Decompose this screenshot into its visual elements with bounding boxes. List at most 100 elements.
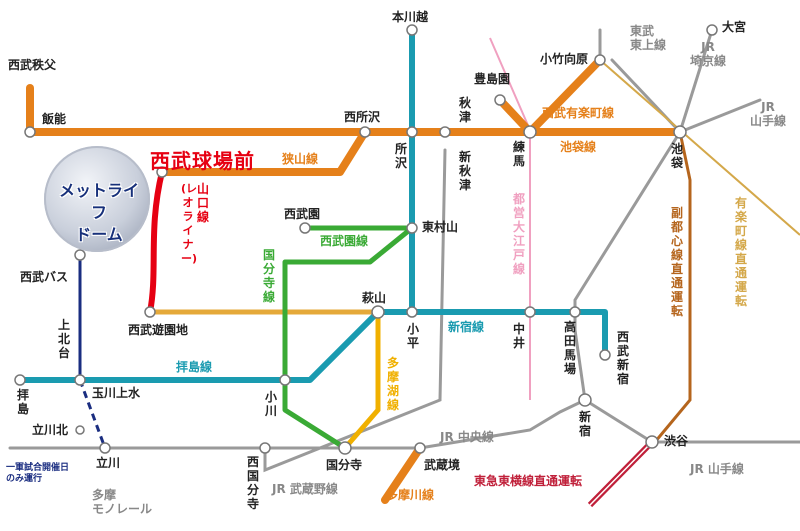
seibuen-line-path bbox=[282, 225, 415, 380]
kokubunji-line-path bbox=[282, 380, 347, 451]
station-shinjuku bbox=[578, 393, 592, 407]
line-label-jrchuo: JR 中央線 bbox=[440, 430, 494, 444]
line-label-shinjuku: 新宿線 bbox=[448, 320, 485, 334]
station-seibuyuenchi bbox=[144, 306, 156, 318]
tamako-line-path bbox=[343, 312, 381, 450]
line-label-jrmusashino: JR 武蔵野線 bbox=[272, 482, 338, 496]
station-kamikitadai bbox=[74, 249, 86, 261]
station-label-takadanobaba: 高田馬場 bbox=[563, 320, 576, 376]
line-label-toyoko: 東急東横線直通運転 bbox=[474, 474, 583, 488]
station-hanno bbox=[24, 126, 36, 138]
station-label-shinjuku: 新宿 bbox=[578, 410, 591, 438]
yurakucho-direct-path bbox=[599, 59, 800, 236]
line-label-yamaguchi-sub: (レオライナー) bbox=[181, 182, 198, 265]
station-label-tamagawajosui: 玉川上水 bbox=[92, 386, 141, 400]
station-label-nerima: 練馬 bbox=[512, 140, 525, 168]
station-label-omiya: 大宮 bbox=[722, 20, 747, 34]
station-label-nishikokubunji: 西国分寺 bbox=[246, 455, 259, 511]
station-label-nakai: 中井 bbox=[512, 322, 525, 350]
monorail-dashed-path bbox=[78, 379, 107, 449]
station-tamagawajosui bbox=[74, 374, 86, 386]
line-label-yurakucho: 西武有楽町線 bbox=[542, 106, 615, 120]
line-label-jrsaikyo: JR 埼京線 bbox=[690, 40, 727, 68]
station-ogawa bbox=[279, 374, 291, 386]
station-shibuya bbox=[645, 435, 659, 449]
station-seibukyujomae bbox=[156, 166, 168, 178]
station-kotakemukaihara bbox=[594, 54, 606, 66]
yamaguchi-line-path bbox=[147, 171, 165, 313]
dome-graphic bbox=[44, 146, 150, 252]
station-label-seibuyuenchi: 西武遊園地 bbox=[128, 323, 189, 337]
station-label-toshimaen: 豊島園 bbox=[474, 72, 511, 86]
tamagawa-line-path bbox=[381, 444, 424, 504]
station-tokorozawa bbox=[406, 126, 418, 138]
station-kokubunji bbox=[338, 441, 352, 455]
line-label-jryamanote-north: JR 山手線 bbox=[750, 100, 787, 128]
line-label-fukutoshin: 副都心線直通運転 bbox=[670, 206, 683, 318]
station-nerima bbox=[523, 125, 537, 139]
line-label-kokubunji: 国分寺線 bbox=[262, 248, 275, 304]
station-takadanobaba bbox=[569, 306, 581, 318]
station-seibushinjuku bbox=[599, 349, 611, 361]
station-haijima bbox=[14, 374, 26, 386]
station-ikebukuro bbox=[673, 125, 687, 139]
station-label-honkawagoe: 本川越 bbox=[392, 10, 429, 24]
station-label-tachikawa: 立川 bbox=[96, 456, 121, 470]
station-label-ogawa: 小川 bbox=[264, 390, 277, 418]
yurakucho-line-path bbox=[526, 56, 604, 136]
station-label-nishitokorozawa: 西所沢 bbox=[344, 110, 381, 124]
jr-yamanote-east-path bbox=[573, 130, 800, 444]
station-omiya bbox=[706, 24, 718, 36]
station-label-chichibu: 西武秩父 bbox=[8, 58, 57, 72]
station-seibuen bbox=[299, 222, 311, 234]
haijima-line-path bbox=[20, 309, 381, 383]
jr-musashino-line-path bbox=[263, 148, 447, 473]
station-label-seibushinjuku: 西武新宿 bbox=[616, 330, 629, 386]
station-label-tamamonorail: 多摩 モノレール bbox=[92, 488, 153, 516]
station-akitsu bbox=[439, 126, 451, 138]
toshimaen-line-path bbox=[496, 96, 534, 136]
station-hagiyama bbox=[371, 305, 385, 319]
fukutoshin-direct-path bbox=[653, 131, 692, 443]
station-tachikawa bbox=[99, 442, 111, 454]
station-label-shibuya: 渋谷 bbox=[664, 434, 689, 448]
line-label-haijima: 拝島線 bbox=[176, 360, 213, 374]
station-kodaira bbox=[406, 306, 418, 318]
station-label-hanno: 飯能 bbox=[42, 112, 67, 126]
station-label-higashimurayama: 東村山 bbox=[422, 220, 459, 234]
station-label-musashisakai: 武蔵境 bbox=[424, 458, 461, 472]
station-label-kokubunji: 国分寺 bbox=[326, 458, 363, 472]
line-label-tamagawa: 多摩川線 bbox=[386, 488, 435, 502]
dome-name: メットライフ ドーム bbox=[58, 181, 139, 244]
line-label-seibuen: 西武園線 bbox=[320, 234, 369, 248]
jr-yamanote-north-path bbox=[678, 98, 762, 134]
station-label-kodaira: 小平 bbox=[406, 322, 419, 350]
station-nakai bbox=[524, 306, 536, 318]
station-toshimaen bbox=[494, 94, 506, 106]
monorail-note: 一軍試合開催日 のみ運行 bbox=[6, 463, 70, 484]
station-higashimurayama bbox=[406, 222, 418, 234]
station-label-seibubus: 西武バス bbox=[20, 270, 69, 284]
shinjuku-line-path bbox=[409, 30, 608, 355]
line-label-oedo: 都営大江戸線 bbox=[512, 192, 525, 276]
station-nishikokubunji bbox=[259, 442, 271, 454]
station-label-hagiyama: 萩山 bbox=[362, 291, 387, 305]
line-label-jryamanote-south: JR 山手線 bbox=[690, 462, 744, 476]
station-label-tachikawakita: 立川北 bbox=[32, 423, 69, 437]
station-label-kotakemukaihara: 小竹向原 bbox=[540, 52, 589, 66]
line-label-yurakucho-direct: 有楽町線直通運転 bbox=[734, 196, 747, 308]
station-label-kamikitadai: 上北台 bbox=[57, 318, 70, 360]
station-label-seibuen: 西武園 bbox=[284, 207, 321, 221]
jr-saikyo-line-path bbox=[678, 28, 714, 134]
highlight-station-label: 西武球場前 bbox=[150, 149, 255, 173]
station-honkawagoe bbox=[406, 24, 418, 36]
station-musashisakai bbox=[414, 442, 426, 454]
station-nishitokorozawa bbox=[359, 126, 371, 138]
line-label-tamako: 多摩湖線 bbox=[386, 356, 399, 412]
station-label-haijima: 拝島 bbox=[16, 388, 29, 416]
station-tachikawakita bbox=[75, 425, 85, 435]
sayama-line-path bbox=[158, 128, 369, 176]
jr-chuo-line-path bbox=[8, 398, 587, 450]
